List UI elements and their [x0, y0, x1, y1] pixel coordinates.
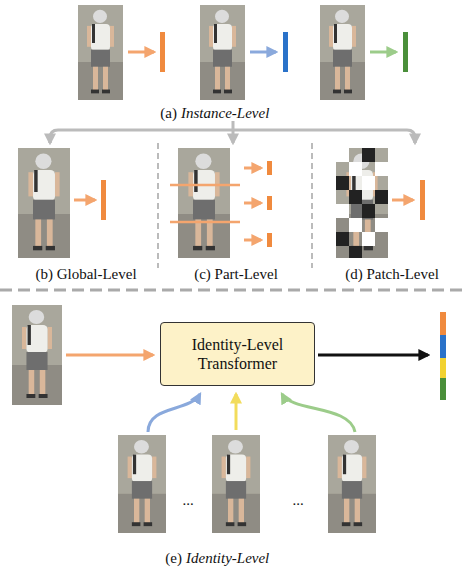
- feature-bar: [403, 32, 408, 72]
- feature-bar: [101, 180, 106, 220]
- feature-bar: [267, 196, 272, 210]
- output-arrow: [318, 354, 428, 357]
- feature-bar: [160, 32, 165, 72]
- feature-bar: [420, 180, 425, 220]
- feature-bar: [440, 335, 446, 358]
- branch-arrow: [232, 121, 235, 143]
- transformer-box: Identity-Level Transformer: [160, 322, 315, 386]
- input-arrow: [66, 354, 153, 357]
- caption-label: ...: [292, 493, 303, 508]
- part-line: [170, 221, 240, 224]
- separator: [157, 143, 159, 268]
- person-photo: [178, 148, 230, 258]
- feature-bar: [267, 161, 272, 175]
- person-photo: [200, 5, 245, 100]
- person-photo: [212, 435, 260, 533]
- branch-arrow: [49, 138, 52, 143]
- feature-bar: [283, 32, 288, 72]
- caption-label: ...: [182, 493, 193, 508]
- box-label: Identity-Level Transformer: [161, 335, 314, 373]
- feature-arrow: [244, 202, 261, 205]
- feature-arrow: [244, 239, 261, 242]
- caption-label: (b) Global-Level: [35, 267, 136, 282]
- patch-mask: [336, 148, 388, 258]
- caption-label: (a): [160, 106, 177, 121]
- person-photo: [336, 148, 388, 258]
- instance-row: [78, 5, 408, 100]
- branch-connector: [50, 121, 415, 143]
- separator: [0, 289, 466, 292]
- identity-arrow: [282, 394, 355, 432]
- part-line: [170, 184, 240, 187]
- branch-line: [50, 130, 415, 143]
- identity-panel: [12, 305, 446, 533]
- identity-arrow: [148, 394, 200, 432]
- feature-arrow: [392, 199, 413, 202]
- person-photo: [328, 435, 376, 533]
- caption-label: (c) Part-Level: [194, 267, 278, 282]
- separator: [311, 143, 313, 268]
- caption-label: (d) Patch-Level: [345, 267, 439, 282]
- feature-arrow: [370, 51, 396, 54]
- feature-arrow: [128, 51, 154, 54]
- feature-bar: [440, 378, 446, 400]
- feature-bar: [440, 312, 446, 335]
- part-panel: [170, 148, 272, 258]
- caption-label: (e): [165, 551, 182, 566]
- person-photo: [78, 5, 123, 100]
- person-photo: [18, 148, 70, 258]
- person-photo: [118, 435, 166, 533]
- feature-bar: [267, 233, 272, 247]
- person-photo: [320, 5, 365, 100]
- feature-bar: [440, 358, 446, 378]
- identity-arrow: [235, 394, 238, 430]
- feature-arrow: [74, 199, 95, 202]
- feature-arrow: [244, 167, 261, 170]
- patch-panel: [336, 148, 425, 258]
- person-photo: [12, 305, 62, 405]
- branch-arrow: [414, 138, 417, 143]
- caption-label: Identity-Level: [186, 551, 269, 566]
- feature-arrow: [250, 51, 276, 54]
- caption-label: Instance-Level: [181, 106, 269, 121]
- global-panel: [18, 148, 106, 258]
